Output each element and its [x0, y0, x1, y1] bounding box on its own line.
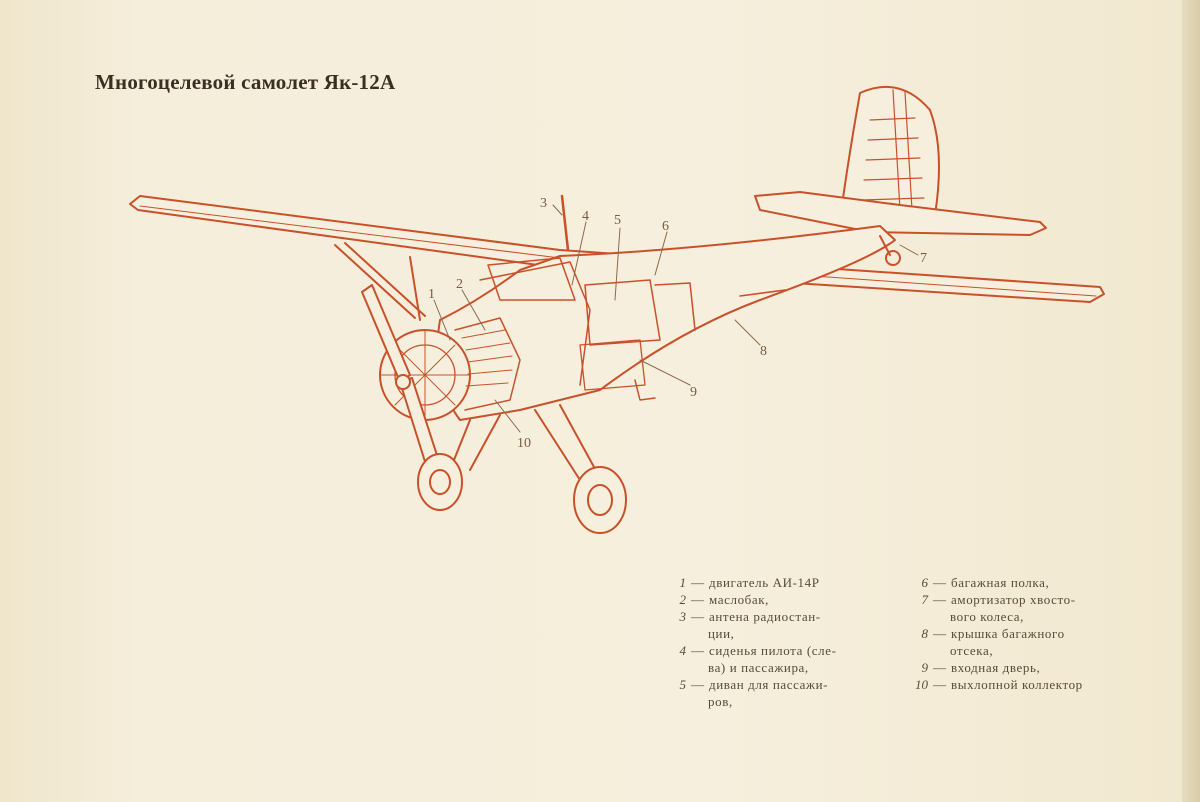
- legend-item-3: 3— антена радиостан-: [679, 609, 821, 624]
- tail-wheel: [885, 250, 901, 266]
- callout-2: 2: [456, 277, 463, 292]
- legend-item-7-cont: вого колеса,: [950, 609, 1025, 624]
- callout-10: 10: [517, 436, 531, 451]
- callout-5: 5: [614, 213, 621, 228]
- legend-item-7: 7— амортизатор хвосто-: [921, 592, 1076, 607]
- radio-antenna: [560, 194, 570, 252]
- horizontal-stabilizer: [754, 191, 1047, 236]
- entry-door: [579, 339, 646, 391]
- legend-item-8: 8— крышка багажного: [921, 626, 1065, 641]
- fuselage: [436, 225, 896, 421]
- legend-item-2: 2— маслобак,: [679, 592, 770, 607]
- callout-8: 8: [760, 344, 767, 359]
- legend-item-4-cont: ва) и пассажира,: [708, 660, 809, 675]
- callout-3: 3: [540, 196, 547, 211]
- callout-7: 7: [920, 251, 927, 266]
- legend-item-4: 4— сиденья пилота (сле-: [679, 643, 837, 658]
- legend-item-8-cont: отсека,: [950, 643, 994, 658]
- cabin-window: [584, 279, 661, 346]
- legend-item-3-cont: ции,: [708, 626, 735, 641]
- callout-4: 4: [582, 209, 589, 224]
- main-wing: [129, 195, 1105, 303]
- engine-cylinders: [454, 317, 521, 411]
- legend-item-1: 1— двигатель АИ-14Р: [679, 575, 820, 590]
- legend-item-6: 6— багажная полка,: [921, 575, 1050, 590]
- legend-item-5-cont: ров,: [708, 694, 733, 709]
- wing-strut: [334, 242, 571, 321]
- legend-column-right: 6— багажная полка, 7— амортизатор хвосто…: [910, 574, 1130, 693]
- left-wheel: [417, 453, 463, 511]
- callout-9: 9: [690, 385, 697, 400]
- legend-item-5: 5— диван для пассажи-: [679, 677, 829, 692]
- cockpit-window: [487, 257, 576, 301]
- legend-item-9: 9— входная дверь,: [921, 660, 1041, 675]
- legend-item-10: 10— выхлопной коллектор: [915, 677, 1083, 692]
- callout-1: 1: [428, 287, 435, 302]
- right-wheel: [573, 466, 627, 534]
- legend-column-left: 1— двигатель АИ-14Р 2— маслобак, 3— анте…: [668, 574, 908, 710]
- landing-gear-strut: [449, 404, 601, 481]
- page-title: Многоцелевой самолет Як-12А: [95, 70, 396, 94]
- vertical-tail: [839, 85, 940, 231]
- book-spine-shadow: [1182, 0, 1200, 802]
- callout-6: 6: [662, 219, 669, 234]
